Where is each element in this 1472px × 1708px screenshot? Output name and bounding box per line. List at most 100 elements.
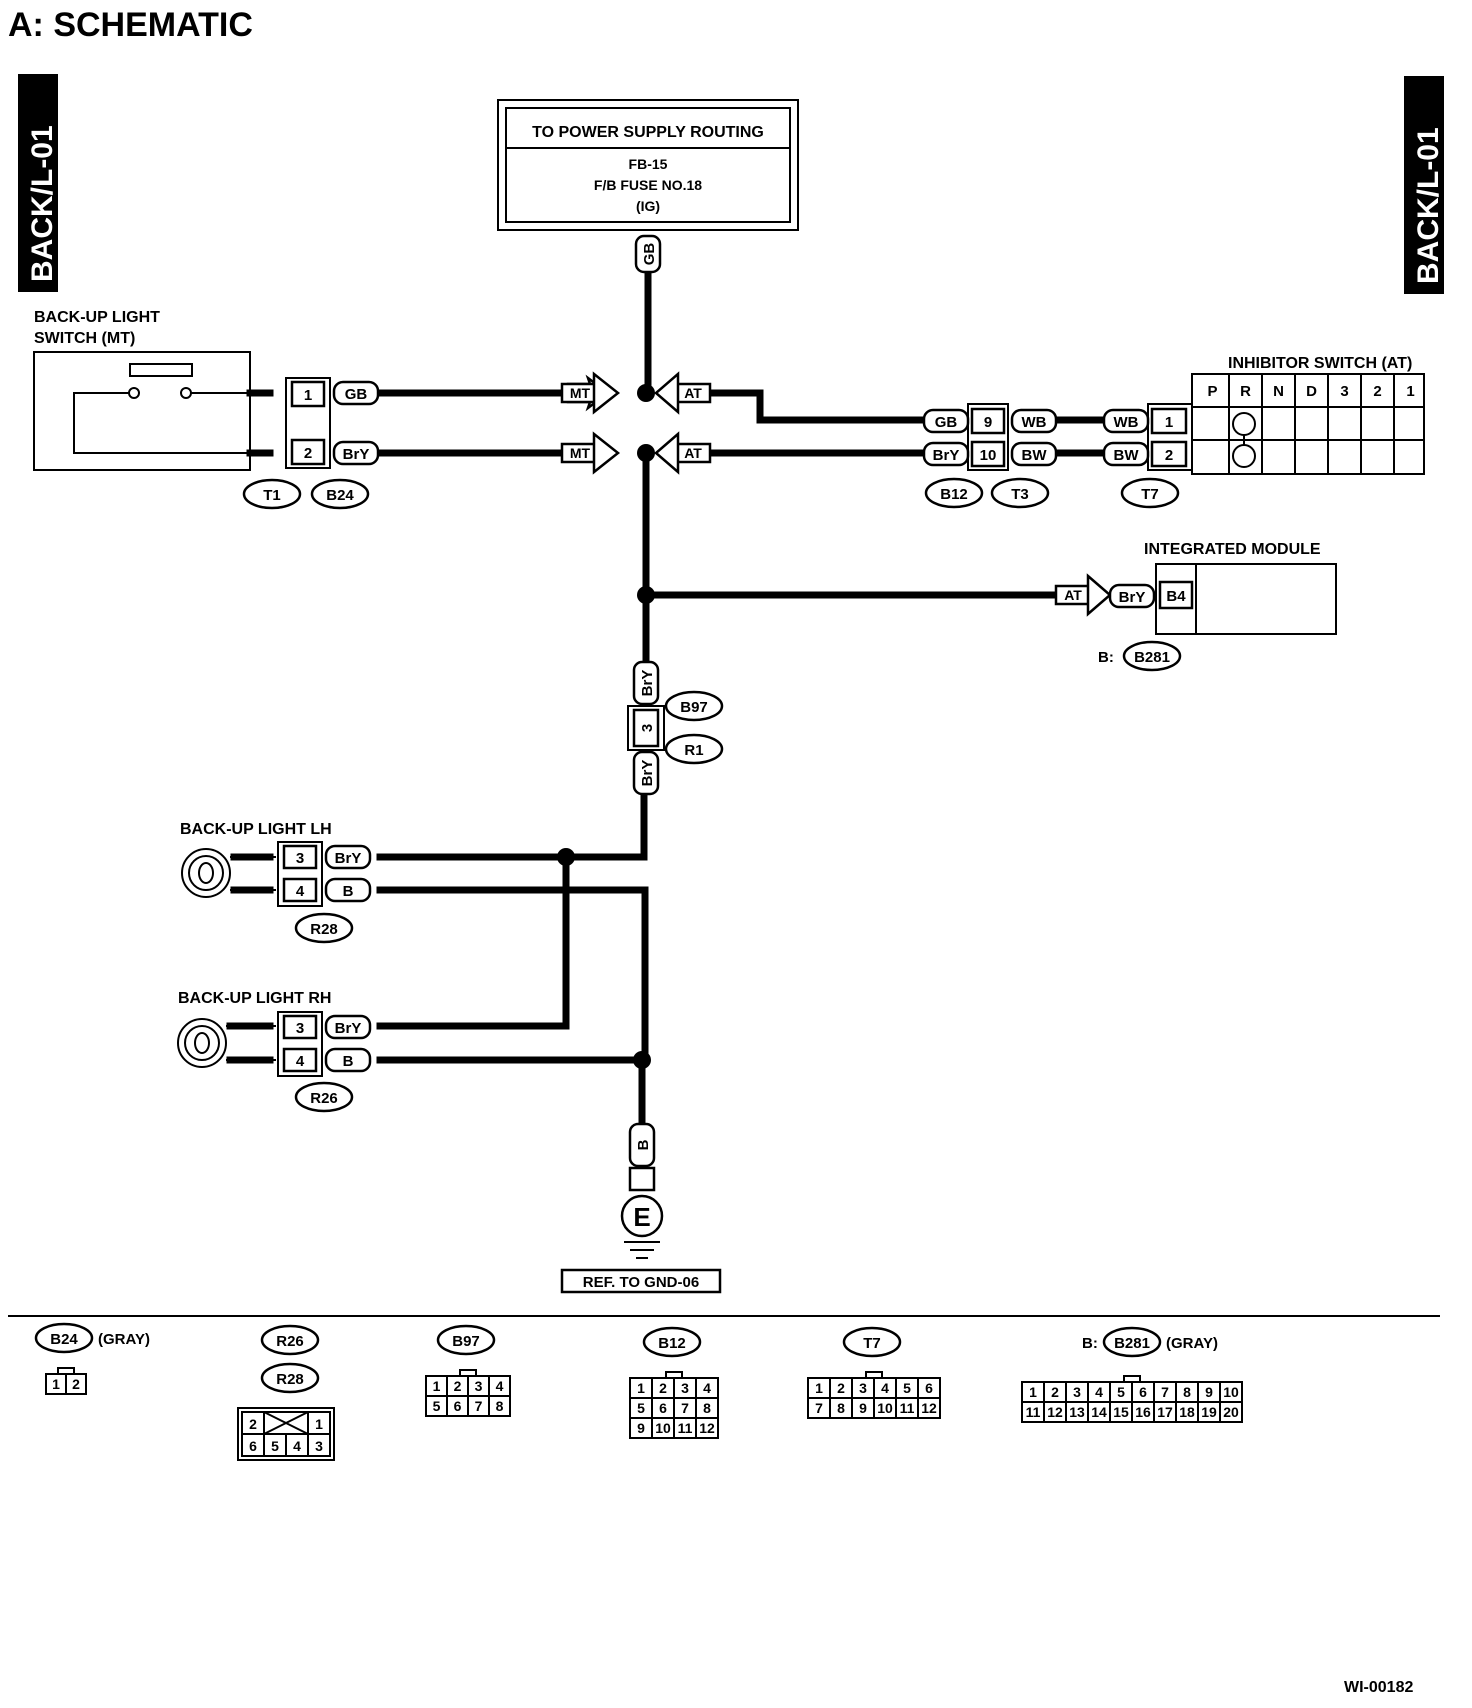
power-box-line2: F/B FUSE NO.18 — [594, 177, 702, 193]
backup-light-switch — [33, 351, 251, 471]
b281-pin-label: 17 — [1157, 1404, 1173, 1420]
t7-pin-label: 5 — [903, 1380, 911, 1396]
connector-tag-t7[interactable]: T7 — [1120, 477, 1180, 509]
wire-tag-wb-t7: WB — [1102, 408, 1150, 434]
b281-pin-label: 3 — [1073, 1384, 1081, 1400]
connector-tag-r28[interactable]: R28 — [294, 912, 354, 944]
b97-pin-label: 7 — [475, 1398, 483, 1414]
side-tag-right[interactable]: BACK/L-01 — [1404, 76, 1445, 294]
wire-tag-bry-b97: BrY — [632, 660, 660, 706]
svg-text:REF. TO GND-06: REF. TO GND-06 — [583, 1274, 699, 1291]
svg-text:R26: R26 — [276, 1333, 304, 1350]
svg-text:B24: B24 — [50, 1331, 78, 1348]
svg-text:BrY: BrY — [1119, 589, 1146, 606]
svg-text:B12: B12 — [658, 1335, 686, 1352]
wire-tag-b-r28: B — [324, 877, 372, 903]
power-supply-box: TO POWER SUPPLY ROUTING FB-15 F/B FUSE N… — [497, 99, 799, 231]
t7-pin-label: 7 — [815, 1400, 823, 1416]
b281-pin-label: 13 — [1069, 1404, 1085, 1420]
b12-pin-label: 7 — [681, 1400, 689, 1416]
t7-pin-label: 9 — [859, 1400, 867, 1416]
b12-pin-label: 5 — [637, 1400, 645, 1416]
svg-text:B: B — [635, 1139, 652, 1150]
connector-tag-r1[interactable]: R1 — [664, 733, 724, 765]
svg-text:AT: AT — [1064, 587, 1082, 603]
b24-pin-cell — [65, 1373, 87, 1395]
svg-text:B:: B: — [1082, 1335, 1098, 1352]
side-tag-left[interactable]: BACK/L-01 — [18, 74, 59, 292]
wire-tag-bw-t3: BW — [1010, 441, 1058, 467]
svg-text:B4: B4 — [1166, 588, 1186, 605]
connector-tag-b97[interactable]: B97 — [664, 690, 724, 722]
svg-text:GB: GB — [641, 243, 658, 266]
b281-pin-label: 11 — [1026, 1404, 1041, 1420]
backup-light-rh — [177, 1018, 276, 1068]
svg-text:9: 9 — [984, 414, 992, 431]
b281-pin-label: 10 — [1223, 1384, 1239, 1400]
wire-tag-bry-r1: BrY — [632, 750, 660, 796]
integrated-module: B4 — [1155, 563, 1337, 635]
b281-pin-label: 1 — [1029, 1384, 1037, 1400]
wire-tag-bry-r26: BrY — [324, 1014, 372, 1040]
t7-pin-label: 4 — [881, 1380, 889, 1396]
svg-text:1: 1 — [304, 387, 312, 404]
connector-tag-t3[interactable]: T3 — [990, 477, 1050, 509]
gear-position-R: R — [1240, 383, 1251, 400]
wire-tag-b-ground: B — [628, 1122, 656, 1168]
flag-at-bottom: AT — [654, 431, 712, 475]
b12-pin-label: 4 — [703, 1380, 711, 1396]
b97-pin-label: 3 — [475, 1378, 483, 1394]
t7-pin-label: 3 — [859, 1380, 867, 1396]
wire-tag-bry-b12: BrY — [922, 441, 970, 467]
ground-ref-label[interactable]: REF. TO GND-06 — [560, 1268, 722, 1294]
b281-pin-label: 8 — [1183, 1384, 1191, 1400]
b97-pin-label: 6 — [454, 1398, 462, 1414]
svg-text:R1: R1 — [684, 742, 703, 759]
connector-tag-b12[interactable]: B12 — [924, 477, 984, 509]
svg-text:GB: GB — [345, 386, 368, 403]
svg-text:T7: T7 — [863, 1335, 881, 1352]
r-pin-label: 1 — [315, 1416, 323, 1432]
svg-text:3: 3 — [639, 724, 656, 732]
svg-text:B: B — [343, 1053, 354, 1070]
b281-pin-label: 7 — [1161, 1384, 1169, 1400]
b97-pin-label: 1 — [433, 1378, 441, 1394]
r-pin-label: 5 — [271, 1438, 279, 1454]
b281-pin-label: 14 — [1091, 1404, 1107, 1420]
gear-position-D: D — [1306, 383, 1317, 400]
svg-text:B281: B281 — [1134, 649, 1170, 666]
b12-pin-label: 6 — [659, 1400, 667, 1416]
flag-at-module: AT — [1054, 573, 1112, 617]
connector-tag-b281[interactable]: B281 — [1122, 640, 1182, 672]
svg-text:BrY: BrY — [335, 1020, 362, 1037]
power-box-line1: FB-15 — [629, 156, 668, 172]
t7-pin-label: 11 — [900, 1400, 915, 1416]
t7-pin-label: 10 — [877, 1400, 893, 1416]
t7-pin-cell — [917, 1397, 941, 1419]
splice-points — [557, 384, 655, 1069]
svg-text:BACK/L-01: BACK/L-01 — [1412, 127, 1445, 284]
connector-tag-t1[interactable]: T1 — [242, 478, 302, 510]
svg-text:(GRAY): (GRAY) — [98, 1331, 150, 1348]
wire-tag-bry-b24: BrY — [332, 440, 380, 466]
connector-t7-block: 1 2 — [1147, 403, 1193, 471]
b12-pin-label: 2 — [659, 1380, 667, 1396]
connector-tag-r26[interactable]: R26 — [294, 1081, 354, 1113]
b281-pin-label: 9 — [1205, 1384, 1213, 1400]
b281-pin-label: 19 — [1201, 1404, 1217, 1420]
b281-pin-label: 18 — [1179, 1404, 1195, 1420]
svg-text:4: 4 — [296, 1053, 305, 1070]
b281-pin-label: 16 — [1135, 1404, 1151, 1420]
connector-tag-b24[interactable]: B24 — [310, 478, 370, 510]
inhibitor-switch-label: INHIBITOR SWITCH (AT) — [1228, 355, 1412, 372]
svg-text:AT: AT — [684, 445, 702, 461]
svg-text:3: 3 — [296, 1020, 304, 1037]
connector-r26-block: 3 4 — [277, 1011, 323, 1077]
flag-at-top: AT — [654, 371, 712, 415]
b281-pin-label: 15 — [1113, 1404, 1129, 1420]
backup-light-lh-label: BACK-UP LIGHT LH — [180, 821, 332, 838]
wire-tag-gb-feed: GB — [634, 234, 662, 274]
